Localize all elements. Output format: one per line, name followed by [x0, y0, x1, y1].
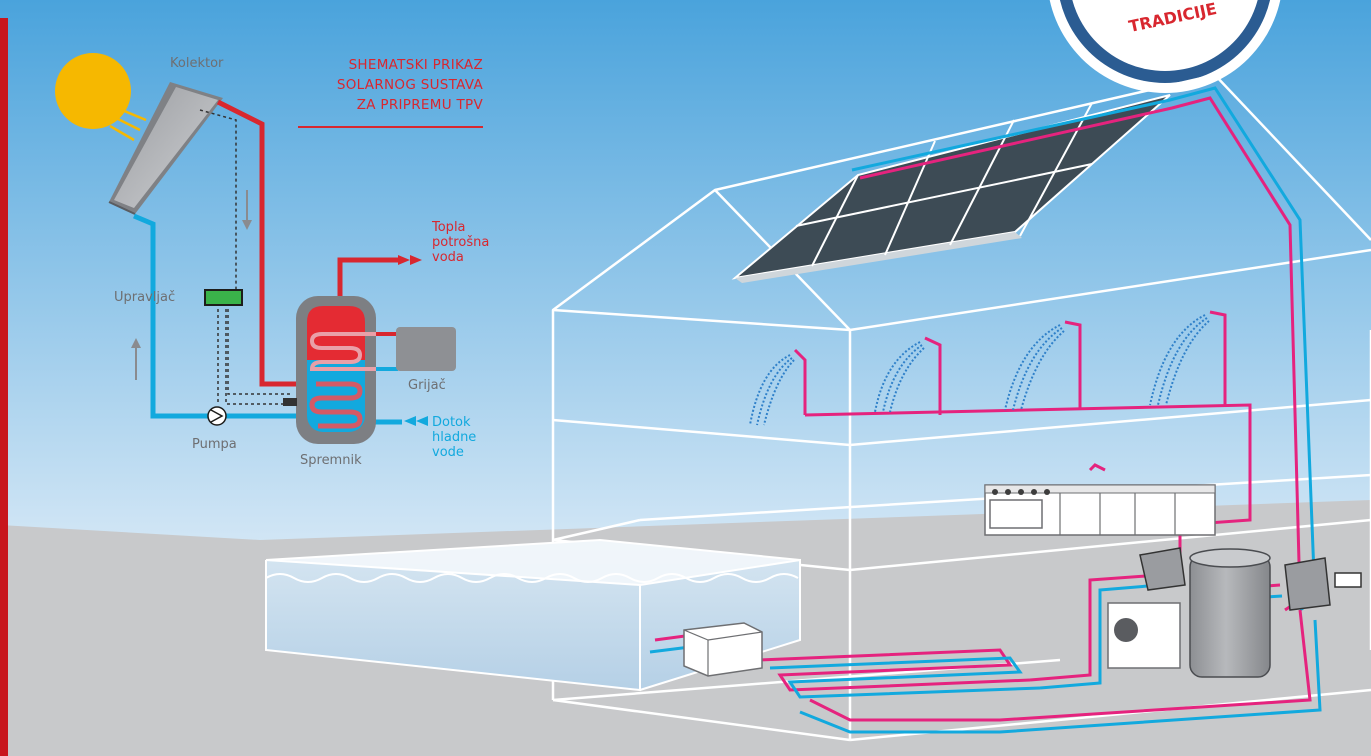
hot-water-out-pipe — [337, 257, 398, 308]
swimming-pool — [265, 538, 801, 692]
hot-water-label: Topla potrošna voda — [432, 220, 489, 265]
title-underline — [298, 126, 483, 128]
heater-icon — [396, 327, 456, 371]
controller-icon — [204, 289, 243, 306]
roof-solar-panels — [731, 94, 1171, 283]
hot-water-label-line-2: potrošna — [432, 235, 490, 250]
cold-water-label: Dotok hladne vode — [432, 415, 476, 460]
kitchen-unit — [984, 484, 1216, 536]
left-red-bar — [0, 18, 8, 756]
flow-arrows — [131, 190, 252, 380]
sun-rays-icon — [109, 108, 147, 142]
collector-label: Kolektor — [170, 56, 224, 71]
controller-label: Upravljač — [114, 290, 176, 305]
sky — [0, 0, 1371, 560]
tank-label: Spremnik — [300, 453, 362, 468]
pump-icon — [207, 406, 227, 426]
hot-pipe — [216, 99, 316, 387]
collector — [108, 82, 223, 215]
hot-water-arrow-icon — [398, 255, 422, 265]
cold-pipe — [133, 213, 208, 419]
hot-water-label-line-1: Topla — [432, 220, 466, 235]
heat-exchanger-box — [1139, 547, 1362, 611]
pump-label: Pumpa — [192, 437, 237, 452]
cold-water-label-line-3: vode — [432, 445, 464, 460]
storage-tank — [283, 296, 376, 444]
sun — [55, 53, 131, 129]
schematic-title: SHEMATSKI PRIKAZ SOLARNOG SUSTAVA ZA PRI… — [296, 55, 483, 115]
cold-water-arrow-icon — [404, 416, 428, 426]
sensor-wiring — [199, 109, 290, 405]
pool-pump-box — [683, 622, 763, 677]
cold-water-label-line-2: hladne — [432, 430, 477, 445]
hot-water-label-line-3: voda — [432, 250, 464, 265]
cold-water-label-line-1: Dotok — [432, 415, 471, 430]
washing-machine — [1107, 602, 1181, 669]
schematic-title-line-2: SOLARNOG SUSTAVA — [336, 77, 483, 93]
tradition-badge — [1049, 0, 1281, 93]
schematic-title-line-1: SHEMATSKI PRIKAZ — [348, 57, 483, 73]
boiler-tank — [1189, 548, 1271, 678]
schematic-title-line-3: ZA PRIPREMU TPV — [356, 97, 483, 113]
shower-sprays — [749, 314, 1210, 426]
heater-label: Grijač — [408, 378, 446, 393]
